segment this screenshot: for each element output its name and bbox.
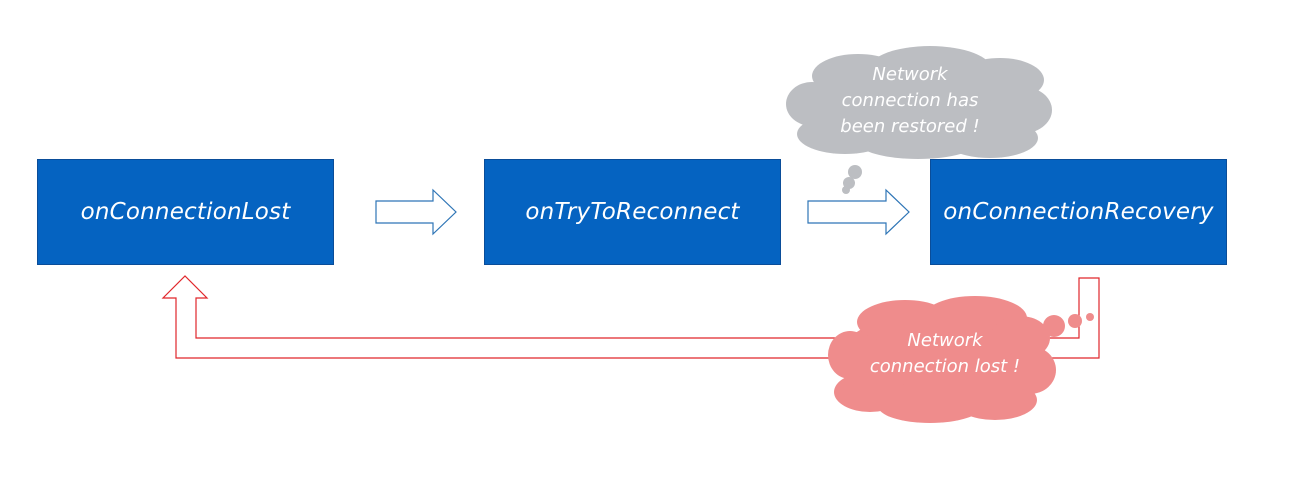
arrow-retry-to-recovery	[807, 188, 910, 236]
node-on-try-to-reconnect: onTryToReconnect	[484, 159, 781, 265]
return-arrow-recovery-to-lost	[161, 275, 1100, 359]
callout-line: connection lost !	[869, 356, 1021, 377]
node-label: onConnectionLost	[80, 199, 291, 225]
cloud-restored	[786, 46, 1052, 194]
node-on-connection-lost: onConnectionLost	[37, 159, 334, 265]
arrow-lost-to-retry	[375, 188, 457, 236]
cloud-lost	[828, 296, 1094, 423]
callout-line: been restored !	[840, 116, 980, 137]
callout-restored-text: Network connection has been restored !	[810, 62, 1010, 140]
node-on-connection-recovery: onConnectionRecovery	[930, 159, 1227, 265]
callout-lost-text: Network connection lost !	[850, 328, 1040, 380]
callout-line: Network	[872, 64, 948, 85]
node-label: onTryToReconnect	[525, 199, 740, 225]
node-label: onConnectionRecovery	[943, 199, 1214, 225]
callout-line: Network	[907, 330, 983, 351]
callout-line: connection has	[841, 90, 979, 111]
